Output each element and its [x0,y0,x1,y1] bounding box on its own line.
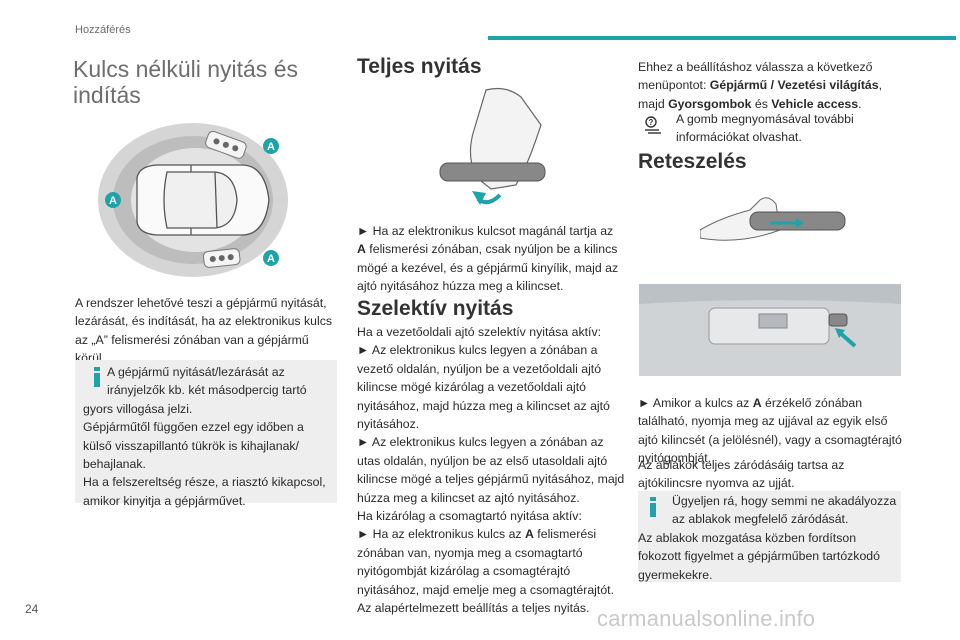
selective-opening-text: Ha a vezetőoldali ajtó szelektív nyitása… [357,323,624,618]
text-line: Ügyeljen rá, hogy semmi ne akadályozza [672,494,897,508]
text-line: ► Ha az elektronikus kulcsot magánál tar… [357,224,614,238]
text-line: húzza meg a kilincset az ajtó nyitásához… [357,490,580,505]
text-line: kilincse mögé kizárólag a vezetőoldali a… [357,380,586,395]
info-icon [650,497,656,517]
title-line: Kulcs nélküli nyitás és [73,56,298,82]
text-line: zónában van, nyomja meg a csomagtartó [357,545,583,560]
text-line: információkat olvashat. [676,130,802,145]
text-line: A felismerési zónában, csak nyúljon be a… [357,242,618,257]
zone-badge: A [263,250,279,266]
text-line: gyors villogása jelzi. [83,401,193,416]
text-line: ► Az elektronikus kulcs legyen a zónában… [357,435,604,450]
text-line: ► Amikor a kulcs az A érzékelő zónában [638,396,863,410]
text-line: ajtókilincsre nyomva az ujját. [638,476,795,491]
text-line: Gépjárműtől függően ezzel egy időben a [83,420,304,435]
settings-text: Ehhez a beállításhoz válassza a következ… [638,58,882,113]
text-line: Az ablakok teljes záródásáig tartsa az [638,458,845,472]
heading-locking: Reteszelés [638,150,747,173]
text-line: nyitógombját kizárólag a csomagtérajtó [357,564,571,579]
text-line: majd Gyorsgombok és Vehicle access. [638,96,862,111]
text-line: Ha kizárólag a csomagtartó nyitása aktív… [357,509,582,524]
text-line: vezető oldalán, nyúljon be a vezetőoldal… [357,361,602,376]
car-top-view-icon [136,164,270,236]
heading-full-opening: Teljes nyitás [357,55,482,78]
intro-paragraph: A rendszer lehetővé teszi a gépjármű nyi… [75,294,332,368]
page-number: 24 [25,602,39,616]
text-line: A gomb megnyomásával további [676,112,854,126]
door-handle-icon [439,162,546,182]
text-line: nyitásához, majd emelje meg a csomagtéra… [357,582,614,597]
text-line: ► Ha az elektronikus kulcs az A felismer… [357,527,597,542]
tailgate-button-icon [828,313,848,327]
tailgate-button-illustration [639,284,901,376]
text-line: található, nyomja meg az ujjával az egyi… [638,414,888,429]
text-line: az ablakok megfelelő záródását. [672,512,849,527]
text-line: Ha a felszereltség része, a riasztó kika… [83,475,326,490]
key-fob-icon [202,248,241,268]
help-icon: ? [645,116,661,134]
text-line: az „A” felismerési zónában van a gépjárm… [75,332,309,347]
svg-text:A: A [109,195,117,207]
full-opening-text: ► Ha az elektronikus kulcsot magánál tar… [357,222,618,296]
text-line: kilincse mögé a teljes gépjármű nyitásáh… [357,472,625,487]
text-line: amikor kinyitja a gépjárművet. [83,493,246,508]
zone-badge: A [263,138,279,154]
text-line: lezárását, és indítását, ha az elektroni… [75,314,332,329]
press-arrow-icon [796,218,804,228]
text-line: behajlanak. [83,457,146,472]
text-line: mögé a kezével, és a gépjármű kinyílik, … [357,260,619,275]
text-line: menüpontot: Gépjármű / Vezetési világítá… [638,78,883,93]
svg-text:?: ? [649,118,654,127]
text-line: A rendszer lehetővé teszi a gépjármű nyi… [75,296,327,310]
heading-selective-opening: Szelektív nyitás [357,297,514,320]
watermark: carmanualsonline.info [597,606,816,631]
text-line: nyitásához. [357,417,420,432]
windows-text: Az ablakok teljes záródásáig tartsa az a… [638,456,844,493]
text-line: Az alapértelmezett beállítás a teljes ny… [357,601,590,616]
text-line: Ehhez a beállításhoz válassza a következ… [638,60,873,74]
locking-text: ► Amikor a kulcs az A érzékelő zónában t… [638,394,902,468]
section-label: Hozzáférés [75,24,131,36]
info-box: A gépjármű nyitását/lezárását az irányje… [75,360,337,508]
text-line: ajtó nyitásához húzza meg a kilincset. [357,279,564,294]
text-line: ► Az elektronikus kulcs legyen a zónában… [357,343,598,358]
svg-text:A: A [267,253,275,265]
info-icon [94,367,100,387]
text-line: Ha a vezetőoldali ajtó szelektív nyitása… [357,325,602,339]
text-line: nyitásához, majd húzza meg a kilincset a… [357,398,610,413]
text-line: külső visszapillantó tükrök is kihajlana… [83,438,299,453]
hand-on-handle-illustration [439,87,546,205]
text-line: ajtó kilincsét (a jelölésnél), vagy a cs… [638,432,902,447]
text-line: A gépjármű nyitását/lezárását az [107,365,285,379]
title-line: indítás [73,82,141,108]
help-text: A gomb megnyomásával további információk… [676,110,854,147]
text-line: fokozott figyelmet a gépjárműben tartózk… [638,549,880,564]
zone-badge: A [105,192,121,208]
text-line: gyermekekre. [638,567,713,582]
header-accent-rule [488,36,956,40]
text-line: irányjelzők kb. két másodpercig tartó [107,383,307,398]
text-line: nyitógombját. [638,451,712,466]
info-box: Ügyeljen rá, hogy semmi ne akadályozza a… [638,491,901,582]
handle-press-illustration [700,197,846,241]
svg-text:A: A [267,141,275,153]
text-line: Az ablakok mozgatása közben fordítson [638,530,857,545]
detection-zone-diagram: A A A [98,123,288,277]
page-title: Kulcs nélküli nyitás és indítás [73,56,338,108]
text-line: utas oldalán, nyúljon be az első utasold… [357,453,608,468]
key-fob-icon [205,130,247,159]
